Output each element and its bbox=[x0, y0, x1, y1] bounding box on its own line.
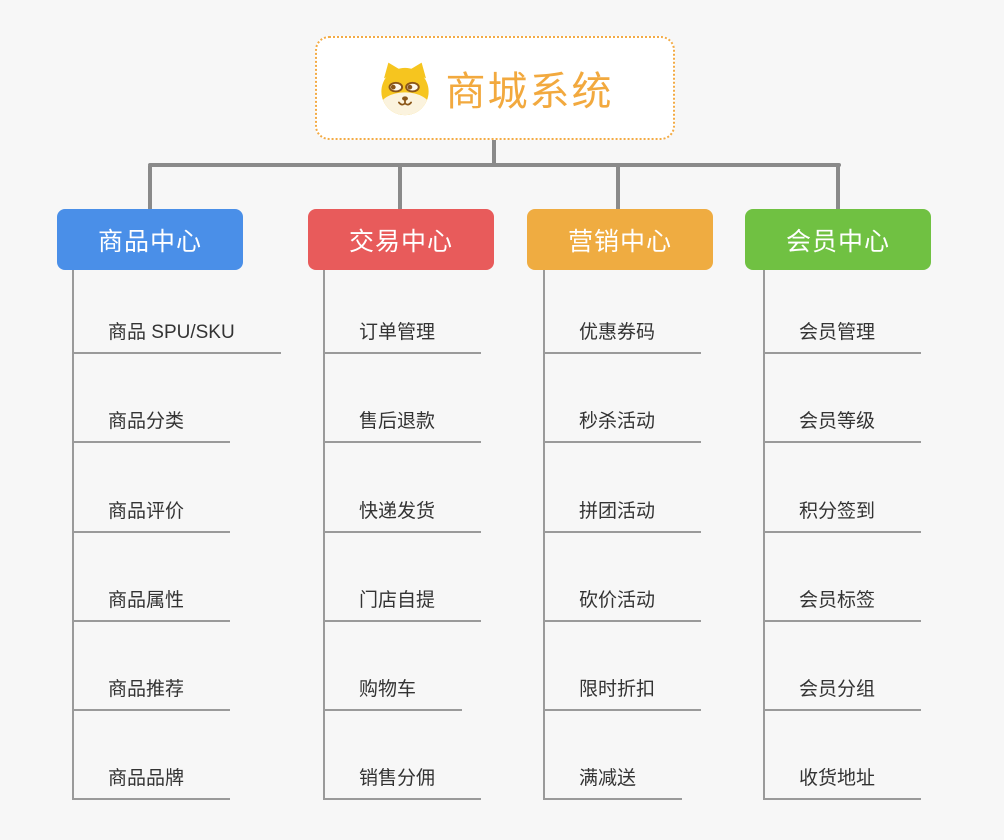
leaf-item[interactable]: 会员分组 bbox=[765, 677, 922, 711]
branch-label: 会员中心 bbox=[785, 227, 890, 256]
leaf-column-member: 会员管理 会员等级 积分签到 会员标签 会员分组 收货地址 bbox=[763, 270, 983, 800]
leaf-item[interactable]: 会员标签 bbox=[765, 588, 922, 622]
connector-trunk bbox=[148, 163, 841, 167]
leaf-item[interactable]: 门店自提 bbox=[325, 588, 482, 622]
leaf-column-marketing: 优惠券码 秒杀活动 拼团活动 砍价活动 限时折扣 满减送 bbox=[543, 270, 763, 800]
leaf-item[interactable]: 积分签到 bbox=[765, 499, 922, 533]
leaf-item[interactable]: 订单管理 bbox=[325, 320, 482, 354]
branch-label: 交易中心 bbox=[348, 227, 453, 256]
root-node[interactable]: 商城系统 bbox=[315, 36, 675, 140]
leaf-item[interactable]: 商品推荐 bbox=[74, 677, 231, 711]
leaf-item[interactable]: 购物车 bbox=[325, 677, 463, 711]
leaf-item[interactable]: 售后退款 bbox=[325, 409, 482, 443]
leaf-item[interactable]: 砍价活动 bbox=[545, 588, 702, 622]
leaf-item[interactable]: 商品分类 bbox=[74, 409, 231, 443]
connector-drop-trade bbox=[398, 166, 402, 209]
connector-drop-product bbox=[148, 166, 152, 209]
dog-icon bbox=[380, 62, 429, 116]
branch-box-trade-center[interactable]: 交易中心 bbox=[308, 209, 494, 270]
leaf-item[interactable]: 商品属性 bbox=[74, 588, 231, 622]
leaf-column-product: 商品 SPU/SKU 商品分类 商品评价 商品属性 商品推荐 商品品牌 bbox=[72, 270, 292, 800]
leaf-item[interactable]: 满减送 bbox=[545, 766, 683, 800]
branch-box-marketing-center[interactable]: 营销中心 bbox=[527, 209, 713, 270]
root-title: 商城系统 bbox=[445, 70, 614, 114]
branch-box-member-center[interactable]: 会员中心 bbox=[745, 209, 931, 270]
leaf-item[interactable]: 商品 SPU/SKU bbox=[74, 320, 281, 354]
leaf-item[interactable]: 限时折扣 bbox=[545, 677, 702, 711]
leaf-item[interactable]: 商品评价 bbox=[74, 499, 231, 533]
leaf-item[interactable]: 优惠券码 bbox=[545, 320, 702, 354]
connector-drop-member bbox=[836, 166, 840, 209]
connector-root-drop bbox=[492, 140, 496, 166]
connector-drop-marketing bbox=[616, 166, 620, 209]
leaf-item[interactable]: 商品品牌 bbox=[74, 766, 231, 800]
leaf-item[interactable]: 拼团活动 bbox=[545, 499, 702, 533]
leaf-item[interactable]: 销售分佣 bbox=[325, 766, 482, 800]
leaf-item[interactable]: 快递发货 bbox=[325, 499, 482, 533]
branch-label: 商品中心 bbox=[97, 227, 202, 256]
leaf-item[interactable]: 会员等级 bbox=[765, 409, 922, 443]
branch-box-product-center[interactable]: 商品中心 bbox=[57, 209, 243, 270]
leaf-column-trade: 订单管理 售后退款 快递发货 门店自提 购物车 销售分佣 bbox=[323, 270, 543, 800]
leaf-item[interactable]: 秒杀活动 bbox=[545, 409, 702, 443]
leaf-item[interactable]: 会员管理 bbox=[765, 320, 922, 354]
leaf-item[interactable]: 收货地址 bbox=[765, 766, 922, 800]
branch-label: 营销中心 bbox=[567, 227, 672, 256]
